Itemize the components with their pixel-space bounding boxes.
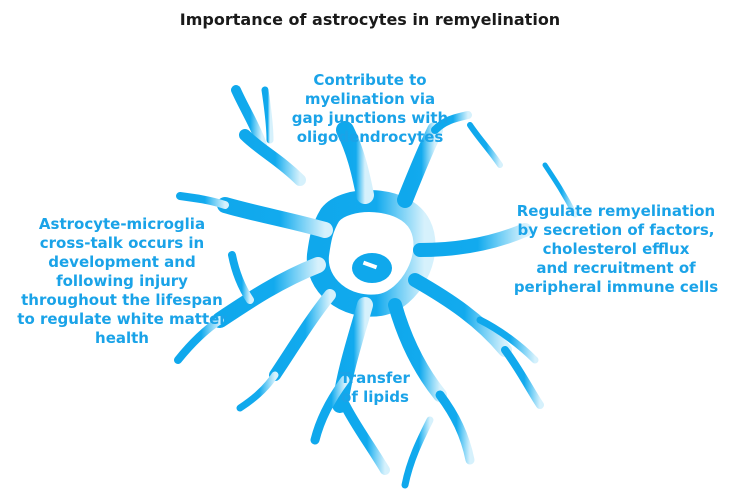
label-left-line: to regulate white matter: [17, 310, 227, 328]
label-right-line: peripheral immune cells: [513, 278, 719, 296]
label-left-line: Astrocyte-microglia: [38, 215, 206, 233]
label-right-line: by secretion of factors,: [517, 221, 715, 239]
label-right: Regulate remyelination by secretion of f…: [506, 202, 726, 297]
label-center-line: Transfer: [340, 369, 410, 387]
astrocyte-processes: [174, 85, 578, 489]
label-top: Contribute to myelination via gap juncti…: [270, 71, 470, 147]
label-top-line: Contribute to: [313, 71, 427, 89]
label-right-line: Regulate remyelination: [516, 202, 716, 220]
label-left-line: cross-talk occurs in: [39, 234, 205, 252]
label-left-line: health: [95, 329, 149, 347]
label-top-line: oligodendrocytes: [296, 128, 444, 146]
nucleus: [352, 253, 392, 283]
label-left: Astrocyte-microglia cross-talk occurs in…: [2, 215, 242, 348]
label-left-line: development and: [48, 253, 196, 271]
label-center-line: of lipids: [341, 388, 409, 406]
label-center: Transfer of lipids: [320, 369, 430, 407]
label-left-line: throughout the lifespan: [21, 291, 223, 309]
label-top-line: myelination via: [304, 90, 436, 108]
label-left-line: following injury: [56, 272, 188, 290]
label-right-line: and recruitment of: [536, 259, 696, 277]
diagram-title: Importance of astrocytes in remyelinatio…: [179, 10, 561, 29]
label-right-line: cholesterol efflux: [542, 240, 690, 258]
label-top-line: gap junctions with: [291, 109, 449, 127]
